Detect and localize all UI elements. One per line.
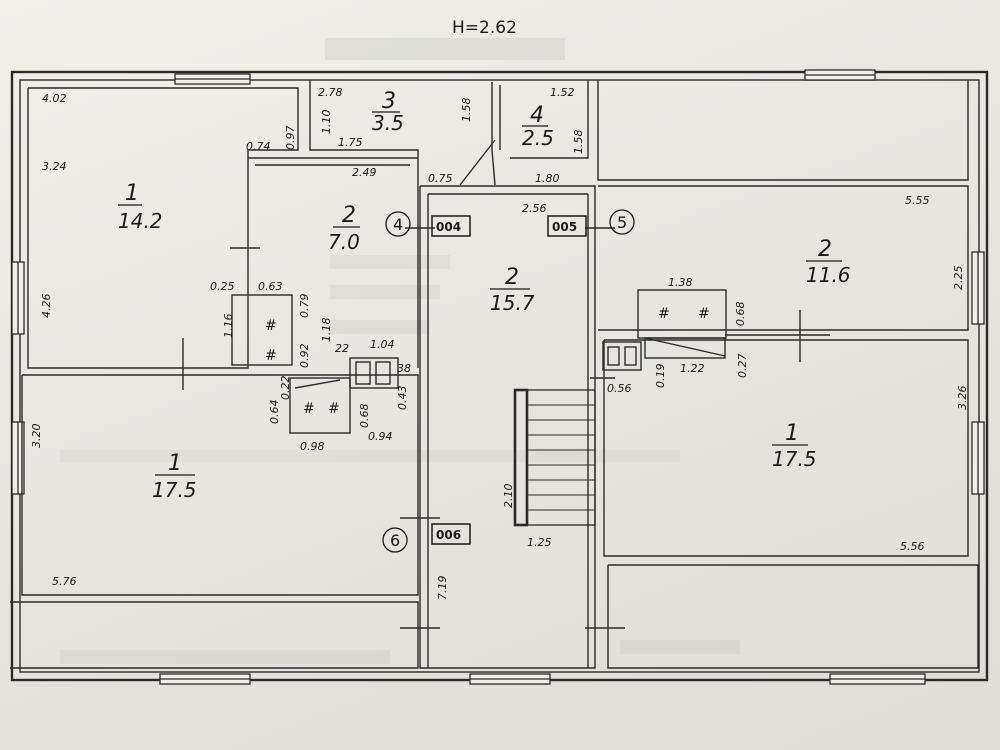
room-number: 3 (382, 89, 396, 114)
room-area: 17.5 (772, 447, 817, 471)
room-11-6: 2 11.6 (806, 237, 851, 287)
svg-text:1.38: 1.38 (668, 276, 693, 289)
svg-text:38: 38 (397, 362, 411, 375)
room-area: 17.5 (152, 478, 197, 502)
svg-text:2.49: 2.49 (352, 166, 377, 179)
room-number: 1 (168, 451, 182, 476)
svg-text:5: 5 (617, 213, 627, 232)
svg-text:0.27: 0.27 (736, 354, 749, 379)
svg-text:0.56: 0.56 (607, 382, 632, 395)
interior-walls (10, 80, 979, 669)
svg-text:4.26: 4.26 (40, 294, 53, 319)
svg-text:5.55: 5.55 (905, 194, 930, 207)
room-area: 14.2 (118, 209, 163, 233)
room-area: 11.6 (806, 263, 851, 287)
svg-text:1.58: 1.58 (460, 98, 473, 123)
svg-text:4.02: 4.02 (42, 92, 67, 105)
svg-text:3.26: 3.26 (956, 386, 969, 411)
staircase (513, 388, 596, 527)
svg-text:#: # (265, 348, 277, 364)
svg-text:0.68: 0.68 (358, 404, 371, 429)
svg-text:1.52: 1.52 (550, 86, 575, 99)
svg-text:0.79: 0.79 (298, 294, 311, 319)
marker-5: 5 005 (547, 209, 635, 237)
svg-text:5.76: 5.76 (52, 575, 77, 588)
room-area: 7.0 (328, 230, 360, 254)
svg-text:2.25: 2.25 (952, 266, 965, 291)
svg-text:2.56: 2.56 (522, 202, 547, 215)
marker-4: 4 004 (385, 211, 471, 237)
svg-text:5.56: 5.56 (900, 540, 925, 553)
svg-text:1.58: 1.58 (572, 130, 585, 155)
svg-text:0.98: 0.98 (300, 440, 325, 453)
dimension-labels-vertical: 4.26 0.97 1.10 1.58 1.58 2.25 0.68 1.16 … (30, 98, 969, 601)
windows (11, 69, 985, 685)
svg-text:3.24: 3.24 (42, 160, 67, 173)
dimension-labels: 4.02 3.24 0.74 2.78 1.75 1.52 2.49 0.75 … (42, 86, 930, 588)
svg-text:0.92: 0.92 (298, 344, 311, 369)
svg-text:1.22: 1.22 (680, 362, 705, 375)
svg-text:2.10: 2.10 (502, 484, 515, 509)
svg-text:2.78: 2.78 (318, 86, 343, 99)
room-7-0: 2 7.0 (328, 203, 360, 254)
svg-text:#: # (328, 401, 340, 417)
svg-text:0.19: 0.19 (654, 364, 667, 389)
room-area: 15.7 (490, 291, 535, 315)
svg-text:0.64: 0.64 (268, 400, 281, 425)
svg-text:005: 005 (552, 220, 577, 234)
closet-symbols: # # # # # # (265, 306, 710, 417)
svg-text:#: # (658, 306, 670, 322)
room-15-7: 2 15.7 (490, 265, 535, 315)
svg-text:1.80: 1.80 (535, 172, 560, 185)
room-number: 1 (125, 181, 139, 206)
svg-text:#: # (265, 318, 277, 334)
svg-text:1.25: 1.25 (527, 536, 552, 549)
bleed-through-text (60, 38, 740, 664)
svg-text:6: 6 (390, 531, 400, 550)
svg-text:004: 004 (436, 220, 461, 234)
svg-text:3.20: 3.20 (30, 424, 43, 449)
room-3-5: 3 3.5 (372, 89, 404, 135)
room-number: 2 (342, 203, 356, 228)
svg-text:7.19: 7.19 (436, 576, 449, 601)
marker-6: 6 006 (382, 523, 471, 553)
svg-text:1.16: 1.16 (222, 314, 235, 339)
svg-text:0.43: 0.43 (396, 386, 409, 411)
room-number: 4 (530, 103, 544, 128)
svg-text:0.74: 0.74 (246, 140, 271, 153)
room-number: 2 (818, 237, 832, 262)
room-number: 1 (785, 421, 799, 446)
svg-text:1.10: 1.10 (320, 110, 333, 135)
svg-text:0.63: 0.63 (258, 280, 283, 293)
svg-text:22: 22 (335, 342, 349, 355)
svg-text:1.75: 1.75 (338, 136, 363, 149)
room-number: 2 (505, 265, 519, 290)
room-area: 2.5 (522, 126, 554, 150)
svg-text:006: 006 (436, 528, 461, 542)
svg-text:0.97: 0.97 (284, 126, 297, 151)
svg-text:#: # (698, 306, 710, 322)
svg-text:0.94: 0.94 (368, 430, 393, 443)
room-area: 3.5 (372, 111, 404, 135)
svg-text:0.25: 0.25 (210, 280, 235, 293)
svg-text:0.68: 0.68 (734, 302, 747, 327)
room-14-2: 1 14.2 (118, 181, 163, 233)
outer-walls (10, 70, 989, 682)
ceiling-height-label: H=2.62 (452, 18, 517, 38)
svg-text:1.04: 1.04 (370, 338, 395, 351)
room-17-5-right: 1 17.5 (772, 421, 817, 471)
svg-text:4: 4 (393, 215, 403, 234)
room-2-5: 4 2.5 (522, 103, 554, 150)
svg-text:#: # (303, 401, 315, 417)
svg-text:1.18: 1.18 (320, 318, 333, 343)
room-17-5-left: 1 17.5 (152, 451, 197, 502)
svg-text:0.75: 0.75 (428, 172, 453, 185)
svg-text:0.22: 0.22 (279, 376, 292, 401)
